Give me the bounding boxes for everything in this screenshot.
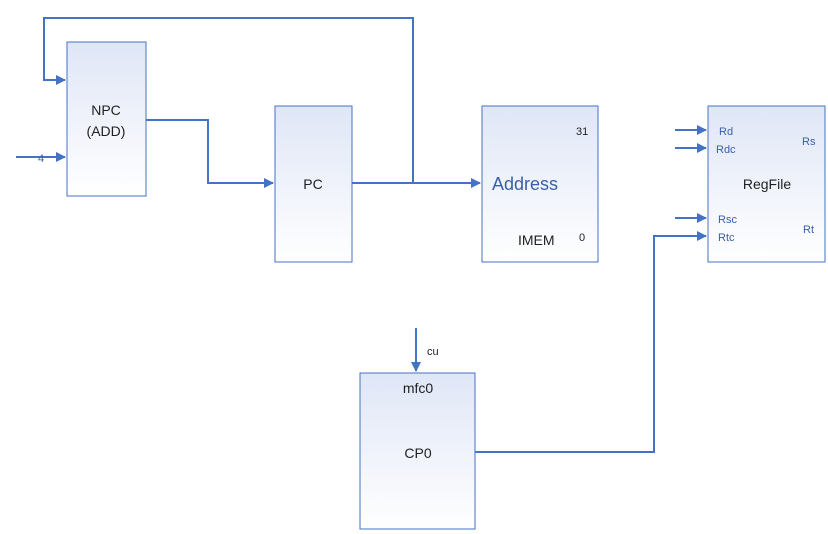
imem-name-label: IMEM	[518, 232, 555, 248]
cp0-name-label: CP0	[404, 445, 431, 461]
cp0-cu-input-label: cu	[427, 346, 439, 358]
regfile-name-label: RegFile	[743, 176, 791, 192]
imem-address-label: Address	[492, 174, 558, 194]
npc-to-pc-wire	[146, 119, 274, 188]
pc-feedback-to-npc-wire	[43, 17, 414, 183]
regfile-block	[707, 105, 826, 263]
regfile-rt-label: Rt	[803, 224, 814, 236]
pc-label: PC	[303, 176, 322, 192]
regfile-rd-label: Rd	[719, 126, 733, 138]
imem-bit-low-label: 0	[579, 232, 585, 244]
regfile-rdc-label: Rdc	[716, 144, 736, 156]
regfile-rsc-label: Rsc	[718, 214, 737, 226]
regfile-rs-label: Rs	[802, 136, 816, 148]
imem-block	[481, 105, 599, 263]
cp0-mfc0-label: mfc0	[403, 380, 434, 396]
cp0-to-rtc-wire	[475, 231, 707, 453]
cp0-block	[359, 372, 476, 530]
npc-input-value-label: 4	[38, 153, 44, 165]
regfile-rtc-label: Rtc	[718, 232, 735, 244]
npc-label: NPC	[91, 102, 121, 118]
npc-add-label: (ADD)	[87, 123, 126, 139]
imem-bit-high-label: 31	[576, 126, 588, 138]
pc-block	[274, 105, 353, 263]
npc-block	[66, 41, 147, 197]
